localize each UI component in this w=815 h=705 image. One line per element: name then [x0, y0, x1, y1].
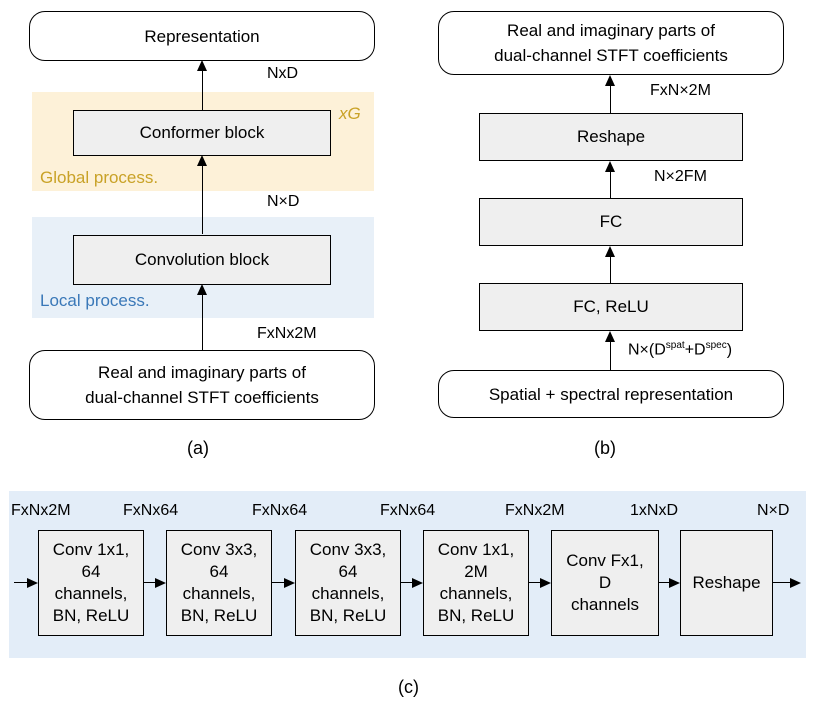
b-output-line1: Real and imaginary parts of — [507, 21, 715, 40]
c-block-3-line: BN, ReLU — [309, 606, 387, 625]
arrow-b-fc-head — [605, 246, 615, 257]
arrow-b-top-head — [605, 75, 615, 86]
c-dim-1: FxNx2M — [11, 502, 71, 519]
dim-b-mid: N×2FM — [654, 168, 707, 185]
c-block-4-line: 2M — [464, 562, 488, 581]
caption-a: (a) — [187, 438, 209, 458]
a-input-line2: dual-channel STFT coefficients — [85, 388, 319, 407]
conformer-label: Conformer block — [139, 123, 265, 142]
fc-relu-block: FC, ReLU — [479, 283, 743, 331]
arrow-a-top-shaft — [202, 69, 204, 110]
local-process-label: Local process. — [40, 291, 150, 310]
dim-b-top: FxN×2M — [650, 82, 711, 99]
representation-box: Representation — [29, 11, 375, 61]
c-block-2-line: 64 — [209, 562, 229, 581]
c-dim-7: N×D — [757, 502, 790, 519]
c-block-2-line: Conv 3x3, — [180, 540, 258, 559]
c-block-1-line: Conv 1x1, — [52, 540, 130, 559]
reshape-label-b: Reshape — [576, 127, 646, 146]
dim-a-bottom: FxNx2M — [257, 325, 317, 342]
arrow-b-bottom-head — [605, 331, 615, 342]
c-arrow-5 — [659, 582, 670, 584]
repeat-label: xG — [339, 104, 361, 123]
a-input-box: Real and imaginary parts of dual-channel… — [29, 350, 375, 420]
c-block-3: Conv 3x3, 64 channels, BN, ReLU — [295, 530, 401, 636]
c-arrow-4-head — [540, 578, 551, 588]
c-block-3-line: channels, — [311, 584, 385, 603]
c-dim-6: 1xNxD — [630, 502, 679, 519]
c-arrow-in — [14, 582, 28, 584]
c-dim-3: FxNx64 — [252, 502, 308, 519]
fc-label: FC — [599, 212, 623, 231]
c-arrow-3-head — [412, 578, 423, 588]
c-block-2: Conv 3x3, 64 channels, BN, ReLU — [166, 530, 272, 636]
c-block-5-line: channels — [570, 595, 640, 614]
c-block-6-line: Reshape — [692, 573, 761, 592]
arrow-b-bottom-shaft — [610, 340, 612, 370]
c-arrow-1 — [144, 582, 156, 584]
c-arrow-5-head — [669, 578, 680, 588]
a-input-line1: Real and imaginary parts of — [98, 363, 306, 382]
caption-b: (b) — [594, 438, 616, 458]
c-arrow-6-head — [790, 578, 801, 588]
conformer-block: Conformer block — [73, 110, 331, 156]
global-process-label: Global process. — [40, 168, 159, 187]
c-block-5-line: D — [598, 573, 612, 592]
arrow-b-fc-shaft — [610, 255, 612, 283]
c-block-4-line: channels, — [439, 584, 513, 603]
caption-c: (c) — [398, 677, 419, 697]
c-arrow-3 — [401, 582, 413, 584]
c-block-4: Conv 1x1, 2M channels, BN, ReLU — [423, 530, 529, 636]
c-dim-4: FxNx64 — [380, 502, 436, 519]
arrow-a-bottom-shaft — [202, 293, 204, 350]
c-block-3-line: Conv 3x3, — [309, 540, 387, 559]
c-block-6: Reshape — [680, 530, 773, 636]
arrow-a-mid-head — [197, 155, 207, 166]
fc-block: FC — [479, 198, 743, 246]
c-arrow-6 — [773, 582, 791, 584]
c-block-2-line: BN, ReLU — [180, 606, 258, 625]
c-dim-5: FxNx2M — [505, 502, 565, 519]
c-block-1-line: 64 — [81, 562, 101, 581]
c-arrow-2-head — [284, 578, 295, 588]
arrow-b-mid-head — [605, 161, 615, 172]
reshape-block-b: Reshape — [479, 113, 743, 161]
b-output-box: Real and imaginary parts of dual-channel… — [438, 11, 784, 75]
c-arrow-2 — [272, 582, 285, 584]
arrow-b-top-shaft — [610, 84, 612, 113]
convolution-block: Convolution block — [73, 235, 331, 285]
convolution-label: Convolution block — [134, 250, 270, 269]
c-arrow-in-head — [27, 578, 38, 588]
b-input-label: Spatial + spectral representation — [488, 384, 734, 404]
b-input-box: Spatial + spectral representation — [438, 370, 784, 418]
c-block-1-line: BN, ReLU — [52, 606, 130, 625]
c-block-1-line: channels, — [54, 584, 128, 603]
b-output-line2: dual-channel STFT coefficients — [494, 46, 728, 65]
c-block-4-line: Conv 1x1, — [437, 540, 515, 559]
c-block-2-line: channels, — [182, 584, 256, 603]
c-dim-2: FxNx64 — [123, 502, 179, 519]
arrow-a-top-head — [197, 60, 207, 71]
representation-label: Representation — [144, 26, 260, 46]
c-block-5-line: Conv Fx1, — [566, 551, 644, 570]
c-block-3-line: 64 — [338, 562, 358, 581]
dim-a-top: NxD — [267, 65, 299, 82]
fc-relu-label: FC, ReLU — [573, 297, 649, 316]
dim-b-bottom: N×(Dspat+Dspec) — [628, 340, 733, 359]
dim-a-mid: N×D — [267, 193, 300, 210]
arrow-a-mid-shaft — [202, 164, 204, 234]
arrow-b-mid-shaft — [610, 170, 612, 198]
c-block-1: Conv 1x1, 64 channels, BN, ReLU — [38, 530, 144, 636]
c-arrow-1-head — [155, 578, 166, 588]
c-arrow-4 — [529, 582, 541, 584]
c-block-4-line: BN, ReLU — [437, 606, 515, 625]
arrow-a-bottom-head — [197, 284, 207, 295]
